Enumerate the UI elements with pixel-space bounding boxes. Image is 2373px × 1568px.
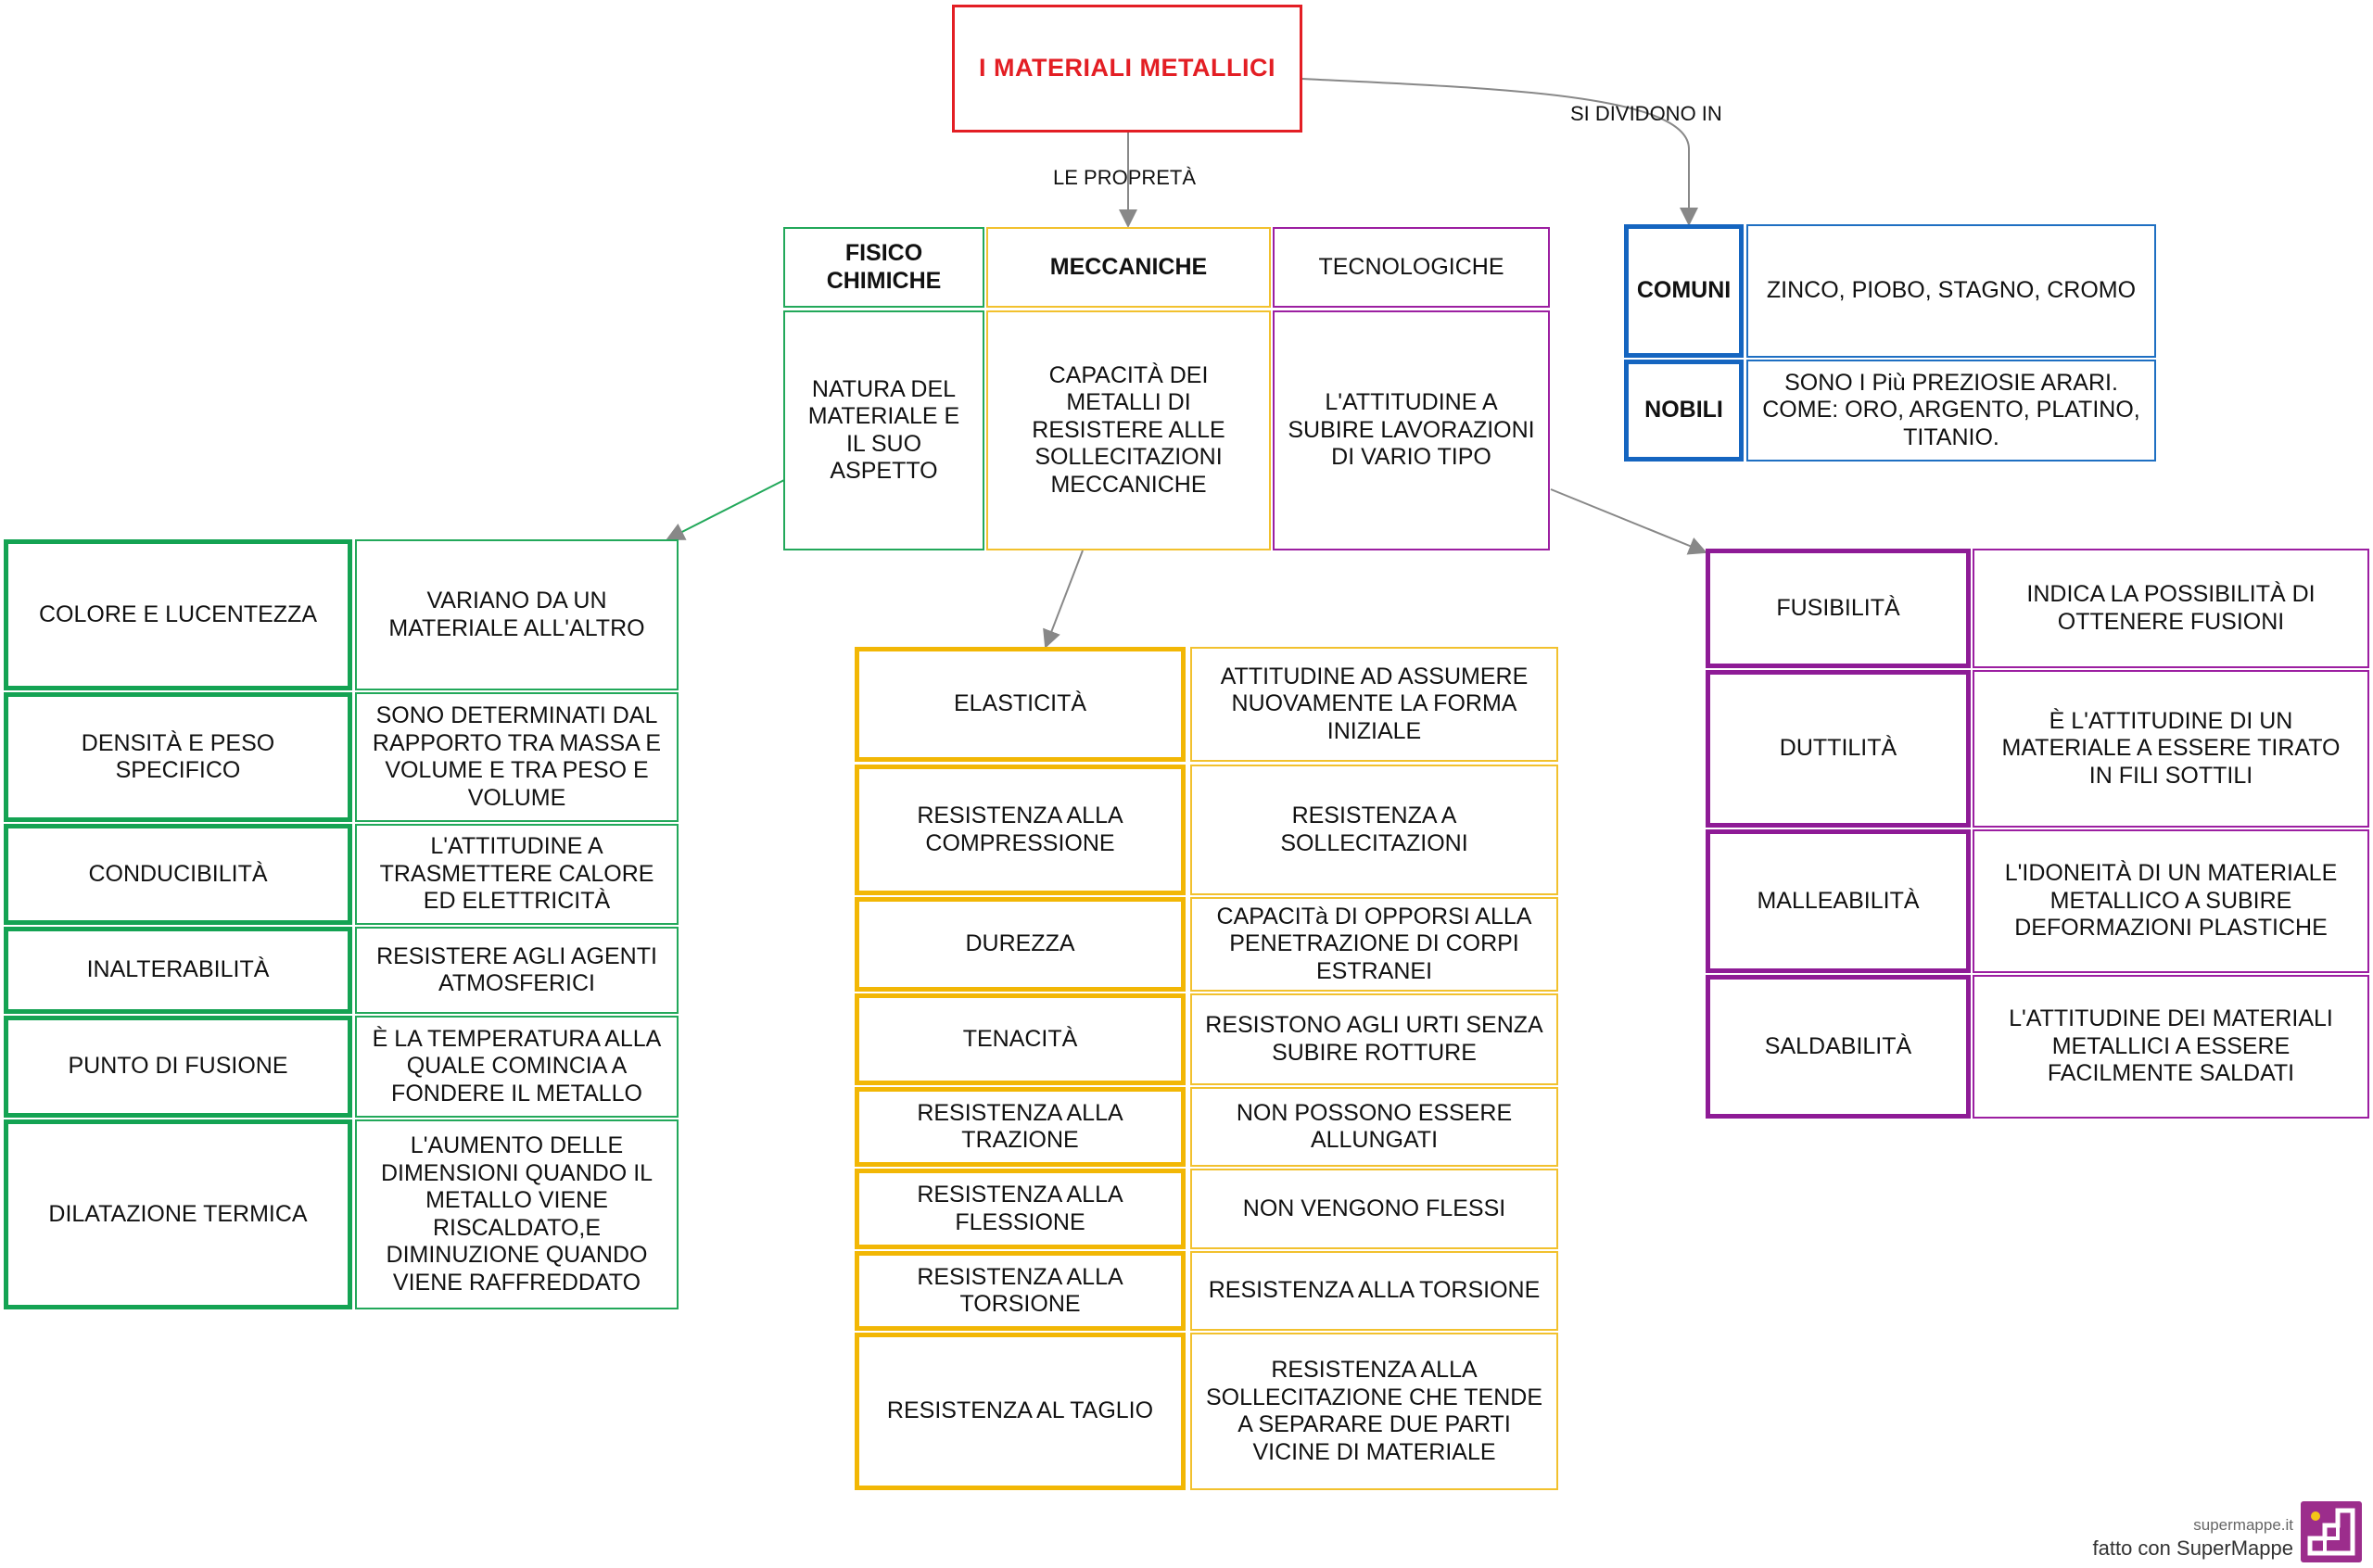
meccaniche-item-name: RESISTENZA ALLA COMPRESSIONE xyxy=(855,765,1186,895)
tecnologiche-item-name: SALDABILITÀ xyxy=(1706,975,1971,1119)
tecnologiche-item-desc: L'IDONEITÀ DI UN MATERIALE METALLICO A S… xyxy=(1973,829,2369,973)
fisico-item-name: COLORE E LUCENTEZZA xyxy=(4,539,352,690)
meccaniche-item-desc: NON VENGONO FLESSI xyxy=(1190,1169,1558,1249)
desc-tecnologiche: L'ATTITUDINE A SUBIRE LAVORAZIONI DI VAR… xyxy=(1273,310,1550,550)
tecnologiche-item-desc: L'ATTITUDINE DEI MATERIALI METALLICI A E… xyxy=(1973,975,2369,1119)
tecnologiche-item-desc: INDICA LA POSSIBILITÀ DI OTTENERE FUSION… xyxy=(1973,549,2369,668)
fisico-item-desc: L'ATTITUDINE A TRASMETTERE CALORE ED ELE… xyxy=(355,824,679,925)
meccaniche-item-name: RESISTENZA AL TAGLIO xyxy=(855,1333,1186,1490)
meccaniche-item-name: RESISTENZA ALLA TRAZIONE xyxy=(855,1087,1186,1167)
meccaniche-item-name: ELASTICITÀ xyxy=(855,647,1186,762)
footer-made-with: fatto con SuperMappe xyxy=(2092,1536,2293,1560)
header-meccaniche: MECCANICHE xyxy=(986,227,1271,308)
meccaniche-item-desc: NON POSSONO ESSERE ALLUNGATI xyxy=(1190,1087,1558,1167)
fisico-item-name: DENSITÀ E PESO SPECIFICO xyxy=(4,692,352,822)
connector-fisico xyxy=(666,479,785,540)
fisico-item-desc: È LA TEMPERATURA ALLA QUALE COMINCIA A F… xyxy=(355,1016,679,1118)
connector-tecnologiche xyxy=(1550,488,1707,555)
fisico-item-desc: VARIANO DA UN MATERIALE ALL'ALTRO xyxy=(355,539,679,690)
fisico-item-desc: SONO DETERMINATI DAL RAPPORTO TRA MASSA … xyxy=(355,692,679,822)
connector-meccaniche xyxy=(1043,550,1084,649)
meccaniche-item-desc: CAPACITà DI OPPORSI ALLA PENETRAZIONE DI… xyxy=(1190,897,1558,992)
division-comuni-desc: ZINCO, PIOBO, STAGNO, CROMO xyxy=(1746,224,2156,358)
header-tecnologiche: TECNOLOGICHE xyxy=(1273,227,1550,308)
tecnologiche-item-name: MALLEABILITÀ xyxy=(1706,829,1971,973)
connector-title-divisioni xyxy=(1301,78,1698,226)
desc-fisico-chimiche: NATURA DEL MATERIALE E IL SUO ASPETTO xyxy=(783,310,984,550)
map-title: I MATERIALI METALLICI xyxy=(952,5,1302,133)
fisico-item-name: CONDUCIBILITÀ xyxy=(4,824,352,925)
edge-label-dividono: SI DIVIDONO IN xyxy=(1570,102,1722,125)
tecnologiche-item-name: DUTTILITÀ xyxy=(1706,670,1971,828)
division-nobili-desc: SONO I Più PREZIOSIE ARARI. COME: ORO, A… xyxy=(1746,360,2156,462)
meccaniche-item-name: RESISTENZA ALLA FLESSIONE xyxy=(855,1169,1186,1249)
meccaniche-item-name: DUREZZA xyxy=(855,897,1186,992)
supermappe-logo-icon xyxy=(2301,1501,2362,1562)
footer-site: supermappe.it xyxy=(2193,1516,2293,1534)
fisico-item-name: INALTERABILITÀ xyxy=(4,927,352,1014)
tecnologiche-item-name: FUSIBILITÀ xyxy=(1706,549,1971,668)
fisico-item-name: PUNTO DI FUSIONE xyxy=(4,1016,352,1118)
header-fisico-chimiche: FISICO CHIMICHE xyxy=(783,227,984,308)
meccaniche-item-name: TENACITÀ xyxy=(855,993,1186,1085)
meccaniche-item-desc: RESISTENZA A SOLLECITAZIONI xyxy=(1190,765,1558,895)
meccaniche-item-desc: ATTITUDINE AD ASSUMERE NUOVAMENTE LA FOR… xyxy=(1190,647,1558,762)
fisico-item-desc: RESISTERE AGLI AGENTI ATMOSFERICI xyxy=(355,927,679,1014)
meccaniche-item-desc: RESISTENZA ALLA SOLLECITAZIONE CHE TENDE… xyxy=(1190,1333,1558,1490)
fisico-item-name: DILATAZIONE TERMICA xyxy=(4,1119,352,1309)
edge-label-proprieta: LE PROPRETÀ xyxy=(1053,166,1197,189)
meccaniche-item-name: RESISTENZA ALLA TORSIONE xyxy=(855,1251,1186,1331)
tecnologiche-item-desc: È L'ATTITUDINE DI UN MATERIALE A ESSERE … xyxy=(1973,670,2369,828)
desc-meccaniche: CAPACITÀ DEI METALLI DI RESISTERE ALLE S… xyxy=(986,310,1271,550)
division-comuni: COMUNI xyxy=(1624,224,1744,358)
fisico-item-desc: L'AUMENTO DELLE DIMENSIONI QUANDO IL MET… xyxy=(355,1119,679,1309)
meccaniche-item-desc: RESISTENZA ALLA TORSIONE xyxy=(1190,1251,1558,1331)
meccaniche-item-desc: RESISTONO AGLI URTI SENZA SUBIRE ROTTURE xyxy=(1190,993,1558,1085)
division-nobili: NOBILI xyxy=(1624,360,1744,462)
